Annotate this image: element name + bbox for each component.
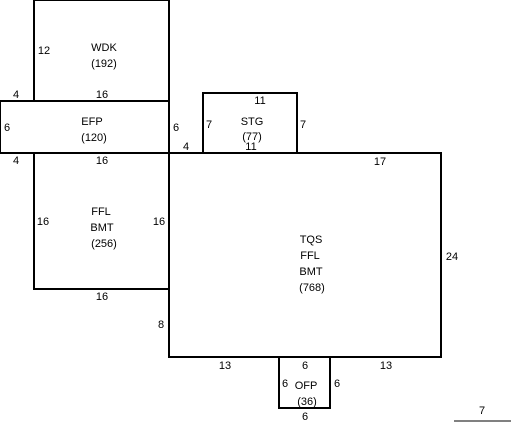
dim-tqs-top: 17	[374, 156, 386, 168]
dim-efp-bottom-left: 4	[13, 155, 19, 167]
dim-tqs-left-lower: 8	[158, 319, 164, 331]
dim-ofp-bottom: 6	[302, 411, 308, 423]
dim-tqs-right: 24	[446, 251, 458, 263]
room-ffl-bmt	[33, 152, 170, 290]
dim-wdk-bottom: 16	[96, 89, 108, 101]
dim-stg-right: 7	[300, 119, 306, 131]
dim-efp-bottom: 16	[96, 155, 108, 167]
ofp-name: OFP	[295, 380, 318, 392]
ffl-bmt-area: (256)	[91, 238, 117, 250]
dim-ffl-left: 16	[37, 216, 49, 228]
dim-efp-top-left: 4	[13, 89, 19, 101]
dim-ofp-top: 6	[302, 360, 308, 372]
stg-name: STG	[241, 116, 264, 128]
dim-ffl-bottom: 16	[96, 291, 108, 303]
dim-efp-right: 6	[173, 122, 179, 134]
efp-area: (120)	[81, 132, 107, 144]
tqs-area: (768)	[299, 282, 325, 294]
dim-stg-left: 7	[206, 119, 212, 131]
room-ofp	[278, 356, 331, 409]
tqs-line3: BMT	[299, 266, 323, 278]
efp-name: EFP	[81, 116, 102, 128]
ffl-bmt-line2: BMT	[90, 222, 114, 234]
tqs-line2: FFL	[300, 250, 320, 262]
dim-ofp-left: 6	[282, 378, 288, 390]
dim-step: 4	[183, 141, 189, 153]
tqs-line1: TQS	[300, 234, 323, 246]
wdk-name: WDK	[91, 42, 117, 54]
ofp-area: (36)	[297, 396, 317, 408]
scale-label: 7	[479, 405, 485, 417]
wdk-area: (192)	[91, 58, 117, 70]
dim-stg-top: 11	[254, 95, 265, 107]
dim-ofp-right: 6	[334, 378, 340, 390]
dim-ffl-right: 16	[153, 216, 165, 228]
dim-tqs-bottom-left: 13	[219, 360, 231, 372]
dim-efp-left: 6	[4, 122, 10, 134]
dim-wdk-left: 12	[38, 45, 50, 57]
dim-stg-bottom: 11	[245, 141, 256, 153]
ffl-bmt-line1: FFL	[91, 206, 111, 218]
stg-area: (77)	[242, 131, 262, 143]
dim-tqs-bottom-right: 13	[380, 360, 392, 372]
